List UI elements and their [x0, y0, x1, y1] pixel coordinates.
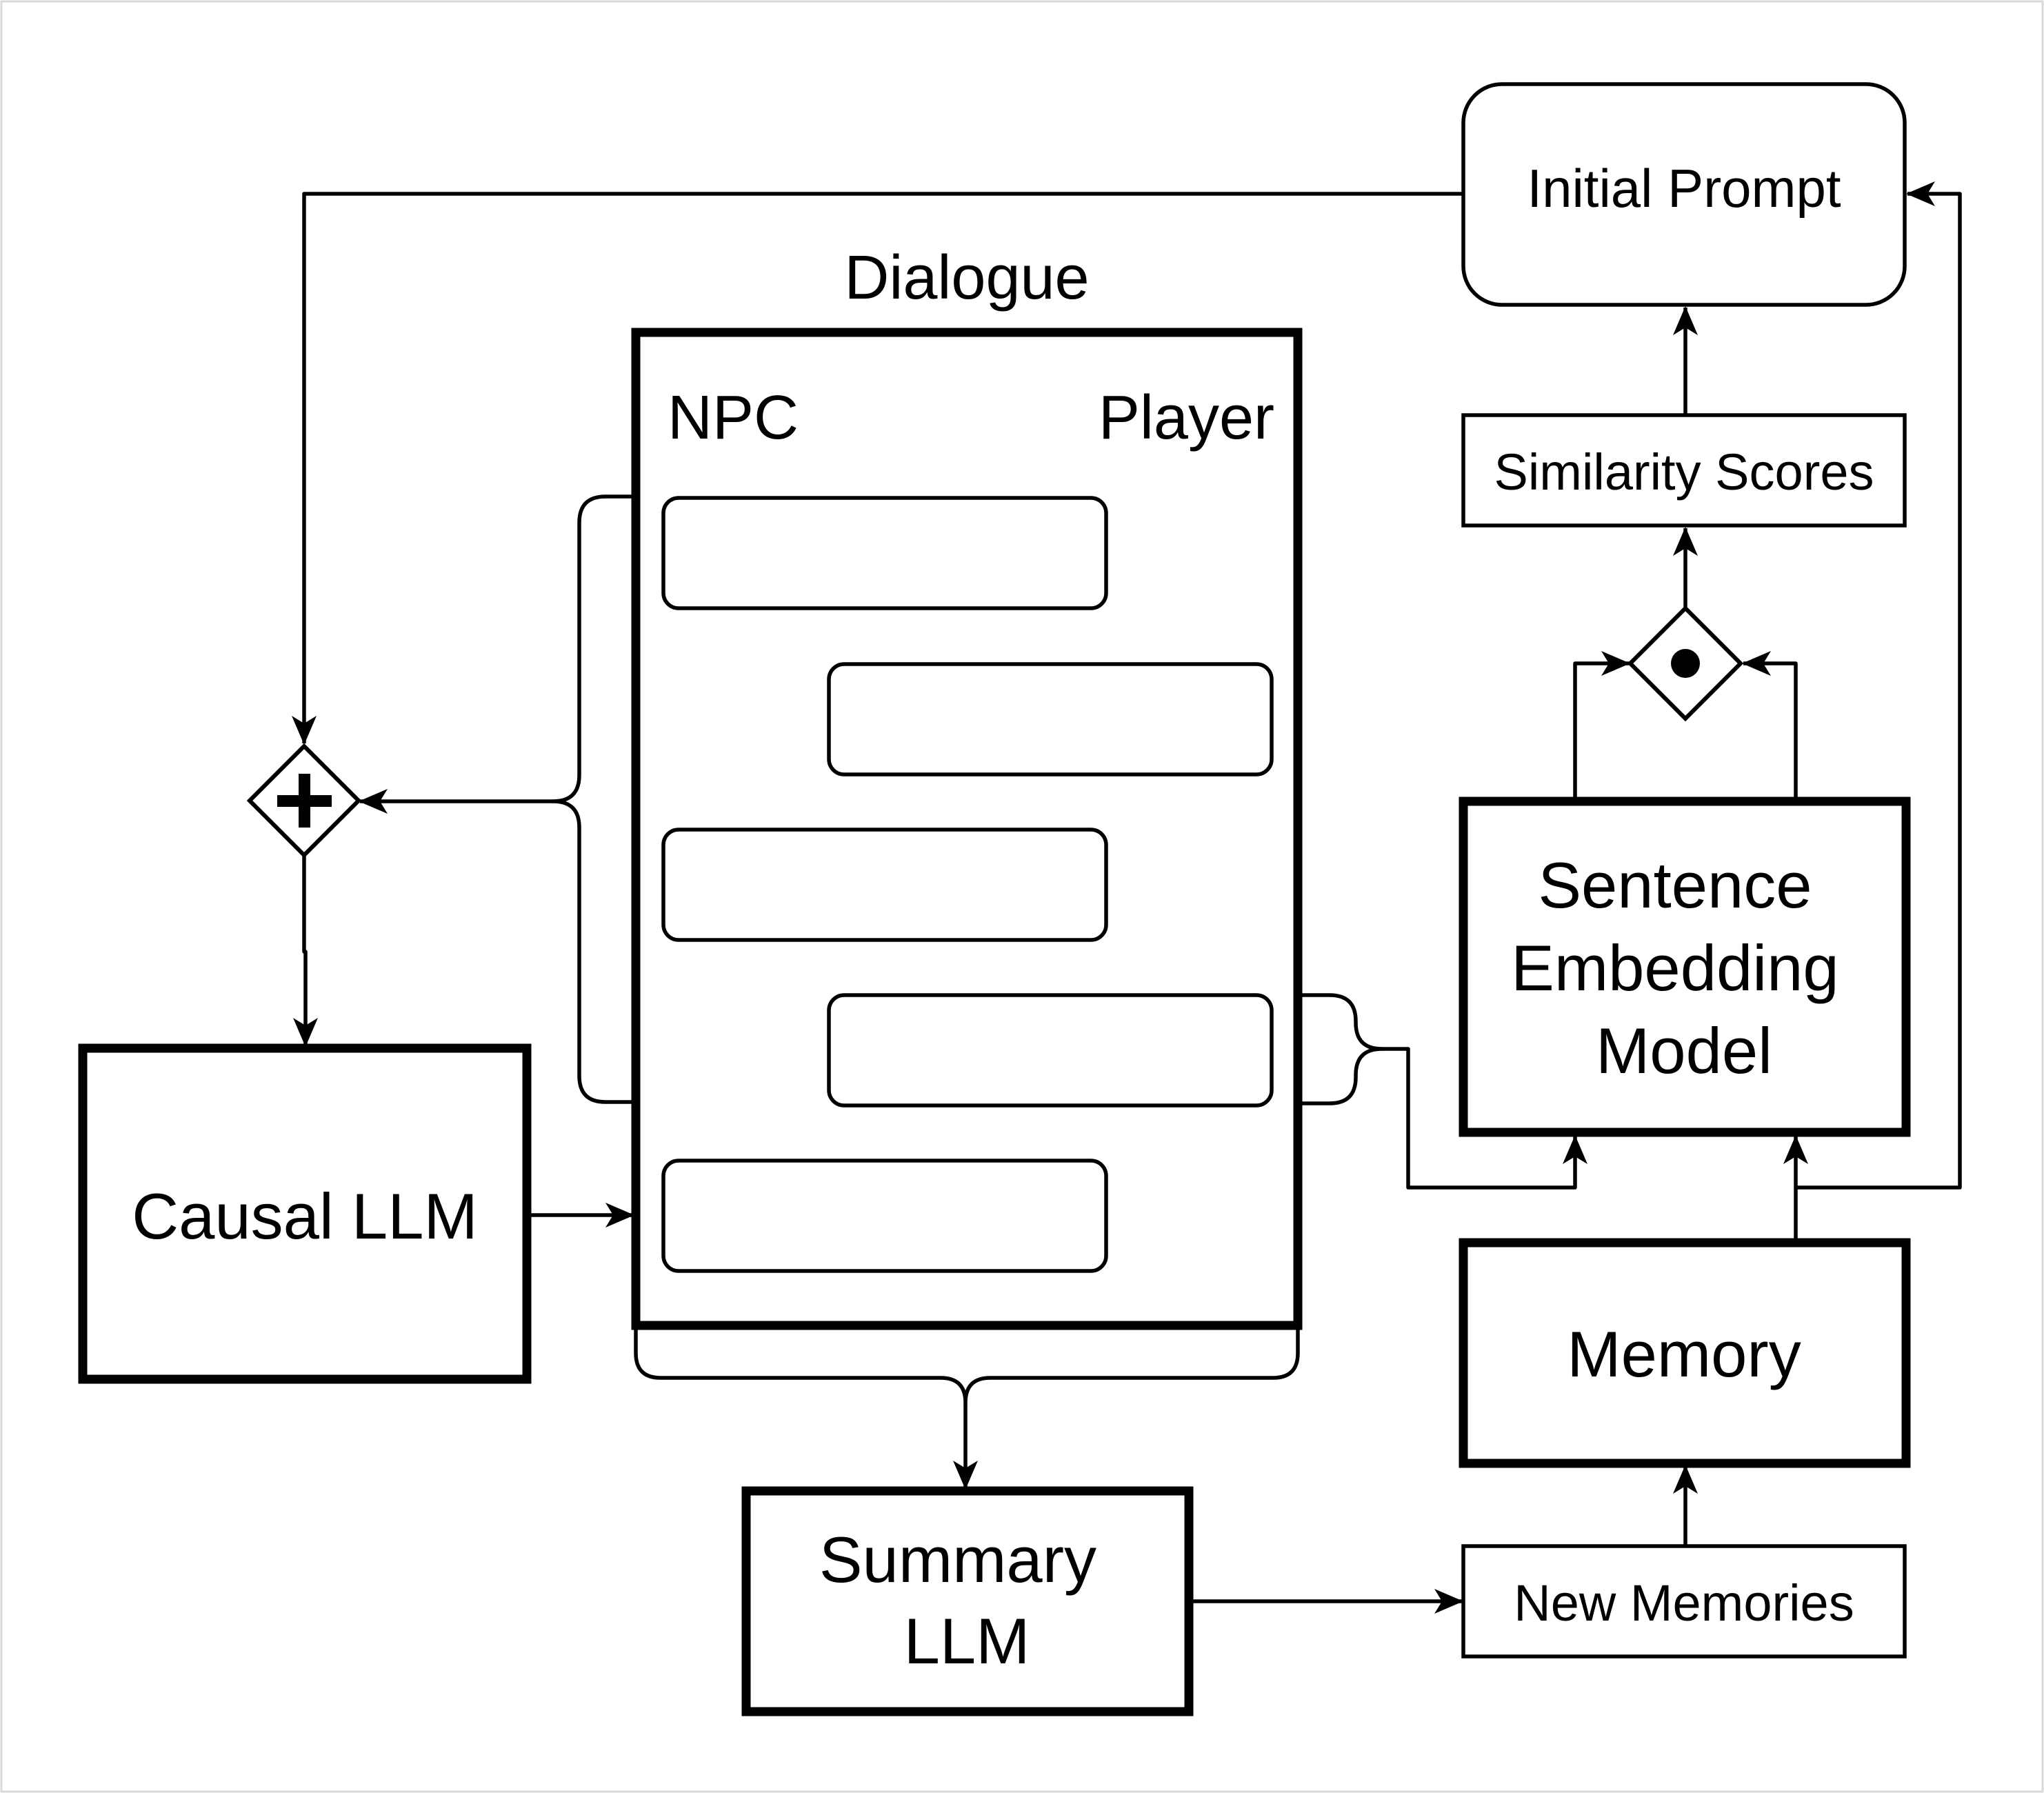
sentence-embedding-model-box	[1459, 797, 1911, 1137]
dialogue-title: Dialogue	[844, 243, 1089, 312]
player-message-bubble	[827, 993, 1274, 1108]
combine-to-causal-llm-arrow	[293, 855, 318, 1047]
new-memories-box	[1461, 1544, 1907, 1659]
embedding-to-dot-right-arrow	[1742, 651, 1798, 799]
embedding-line-2: Embedding	[1511, 932, 1839, 1004]
embedding-to-dot-left-arrow	[1573, 651, 1630, 799]
summary-llm-line-1: Summary	[819, 1523, 1096, 1596]
brace-to-embedding-arrow	[1382, 1047, 1587, 1190]
prompt-to-combine-arrow	[292, 192, 1463, 745]
causal-llm-label: Causal LLM	[132, 1180, 478, 1252]
similarity-scores-label: Similarity Scores	[1494, 443, 1874, 501]
player-message-bubble	[827, 662, 1274, 777]
memory-label: Memory	[1567, 1318, 1801, 1390]
npc-message-bubble	[661, 1159, 1108, 1273]
npc-column-label: NPC	[668, 383, 799, 452]
player-column-label: Player	[1099, 383, 1274, 452]
similarity-scores-box	[1461, 413, 1907, 528]
initial-prompt-box	[1461, 82, 1907, 307]
summary-llm-label: Summary LLM	[819, 1523, 1114, 1677]
new-memories-label: New Memories	[1514, 1574, 1854, 1632]
embedding-line-3: Model	[1596, 1014, 1772, 1087]
dot-product-gateway	[1627, 605, 1744, 722]
summary-llm-box	[741, 1486, 1194, 1716]
memory-to-prompt-arrow	[1796, 181, 1962, 1190]
combine-gateway	[246, 743, 362, 859]
summary-llm-line-2: LLM	[904, 1605, 1030, 1677]
dot-icon	[1671, 649, 1700, 678]
sentence-embedding-model-label: Sentence Embedding Model	[1511, 849, 1857, 1087]
initial-prompt-label: Initial Prompt	[1527, 158, 1841, 219]
causal-llm-box	[78, 1043, 532, 1384]
npc-message-bubble	[661, 496, 1108, 610]
embedding-line-1: Sentence	[1538, 849, 1812, 921]
memory-box	[1459, 1238, 1911, 1468]
npc-message-bubble	[661, 828, 1108, 942]
